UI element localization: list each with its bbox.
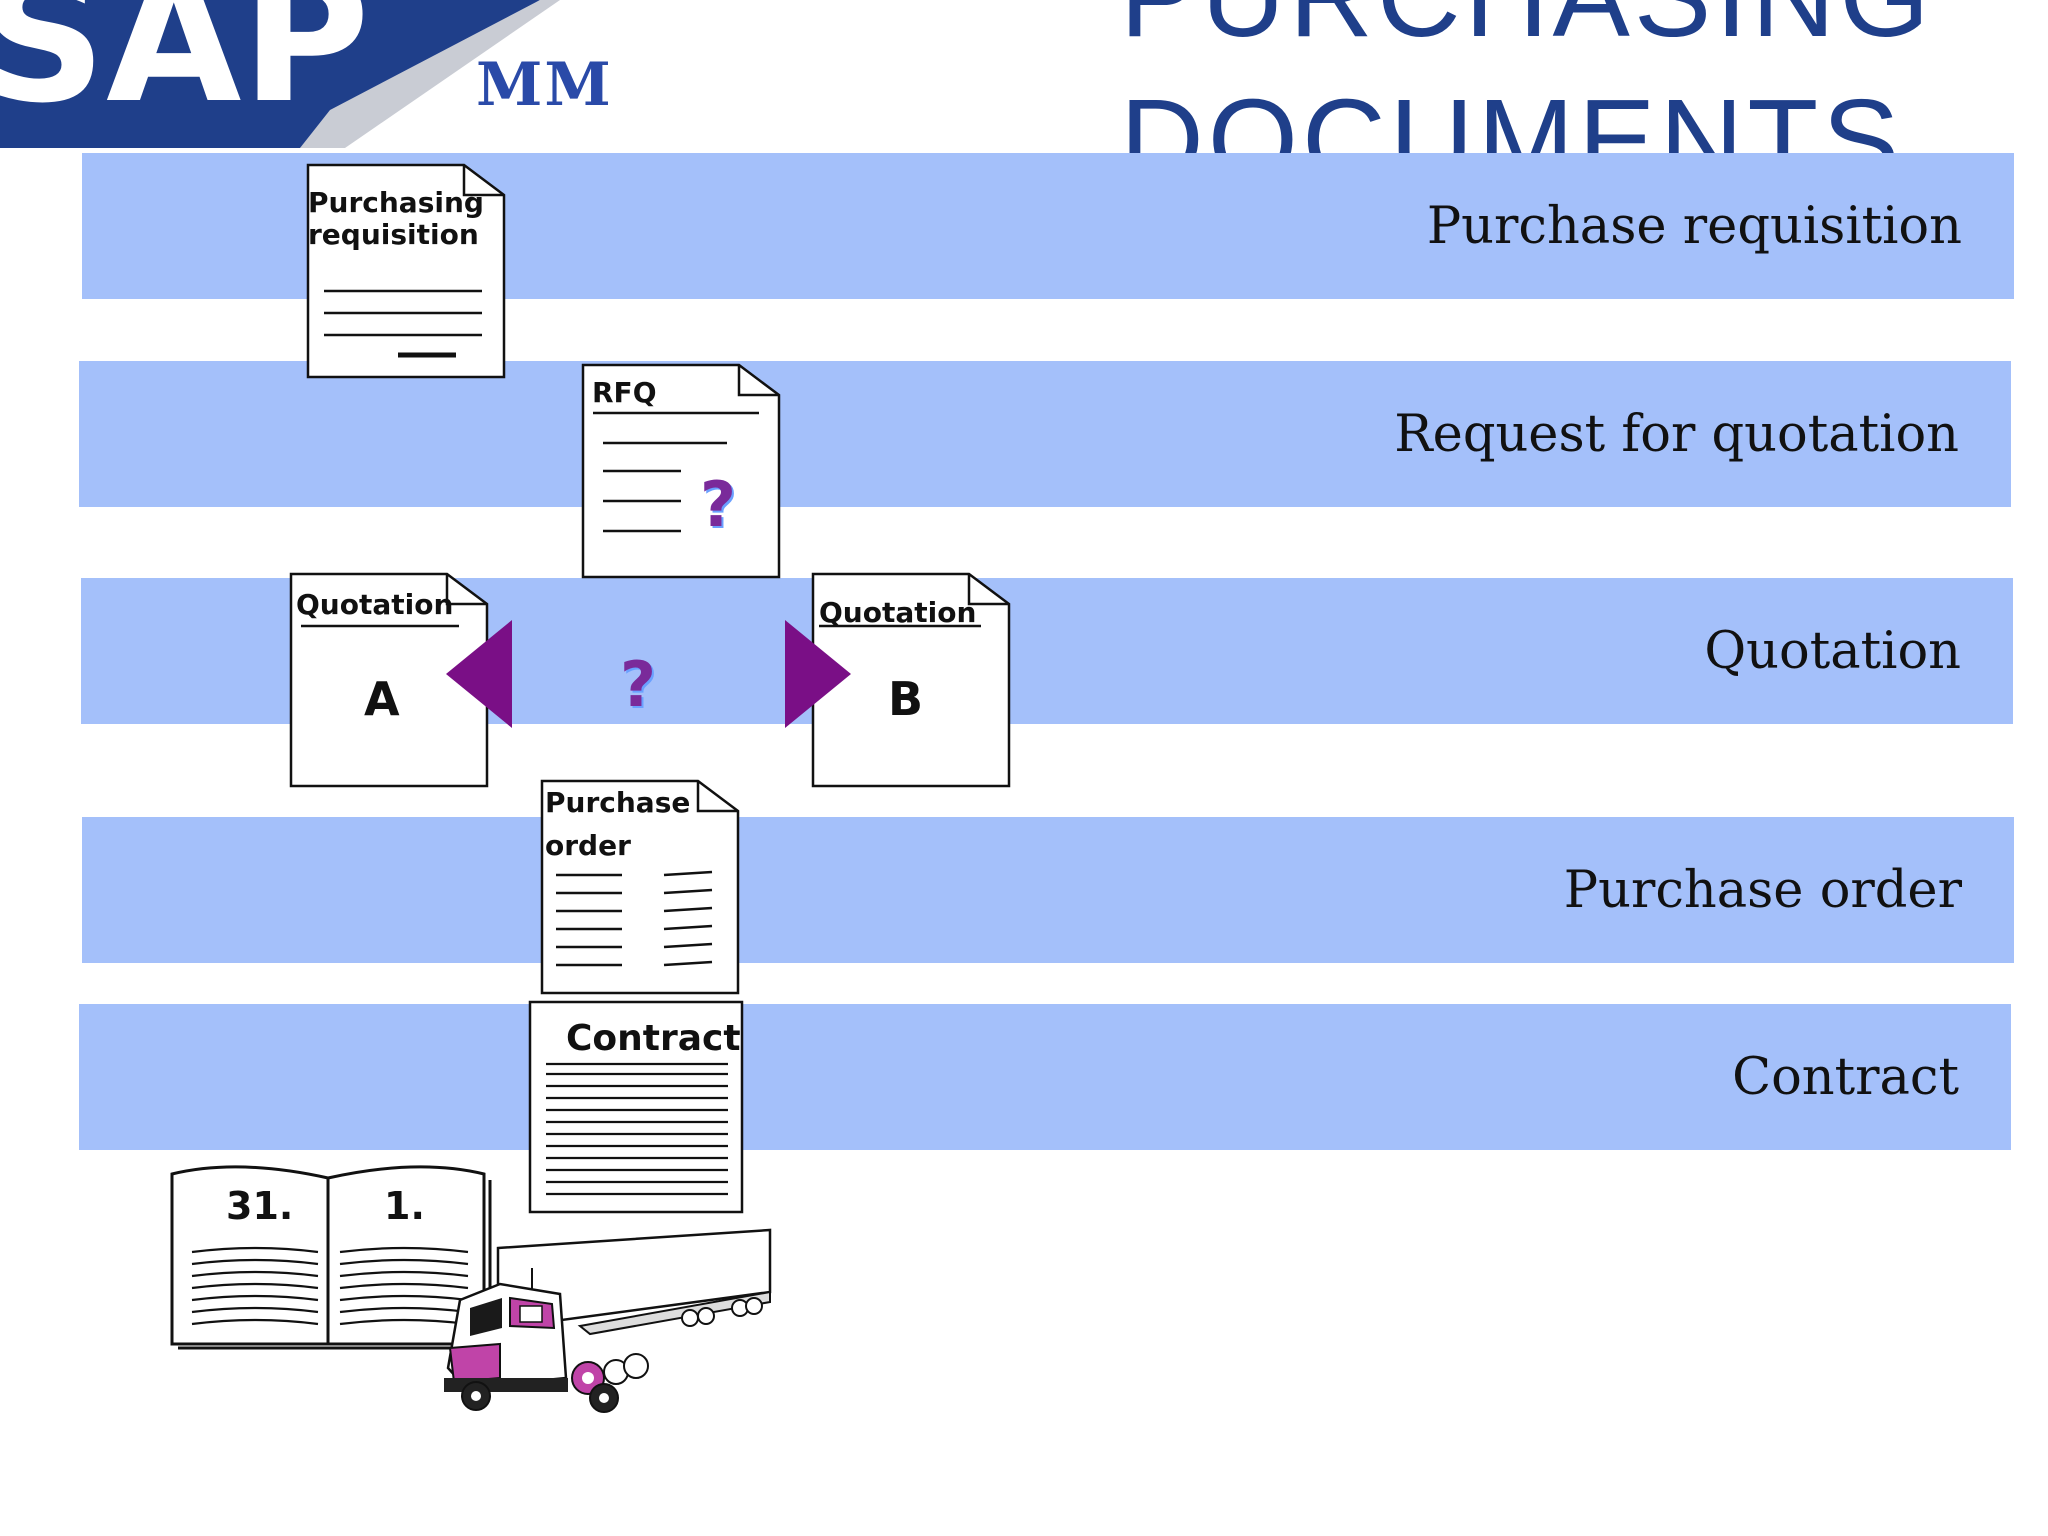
band-label: Contract	[1732, 1047, 1959, 1107]
band-label: Request for quotation	[1394, 404, 1959, 464]
quotation-b-letter: B	[888, 672, 924, 726]
calendar-right-page-label: 1.	[384, 1184, 425, 1228]
requisition-document-label-line2: requisition	[308, 218, 479, 251]
quotation-b-document-icon	[811, 572, 1011, 788]
band-contract: Contract	[79, 1004, 2011, 1150]
requisition-document-label-line1: Purchasing	[308, 186, 484, 219]
band-request-for-quotation: Request for quotation	[79, 361, 2011, 507]
purchase-order-label-line2: order	[545, 829, 631, 862]
contract-document-label: Contract	[566, 1018, 741, 1059]
band-label: Purchase requisition	[1426, 196, 1962, 256]
calendar-left-page-label: 31.	[226, 1184, 294, 1228]
purchase-order-document-icon	[540, 779, 740, 995]
arrow-left-icon	[446, 620, 512, 728]
arrow-right-icon	[785, 620, 851, 728]
module-label: MM	[476, 50, 613, 120]
rfq-document-icon	[581, 363, 781, 579]
page-title-line1: PURCHASING	[1120, 0, 1933, 54]
band-label: Purchase order	[1563, 860, 1962, 920]
sap-logo-text: SAP	[0, 0, 370, 142]
calendar-book-icon	[170, 1165, 492, 1350]
contract-document-icon	[528, 1000, 744, 1214]
purchase-order-label-line1: Purchase	[545, 786, 691, 819]
rfq-document-label: RFQ	[592, 376, 657, 409]
requisition-document-icon	[306, 163, 506, 379]
rfq-question-mark: ?	[700, 468, 736, 541]
sap-logo: SAP	[0, 0, 560, 148]
quotation-a-letter: A	[364, 672, 400, 726]
quotation-a-label: Quotation	[296, 588, 454, 621]
comparison-question-mark: ?	[620, 648, 656, 721]
band-purchase-order: Purchase order	[82, 817, 2014, 963]
truck-icon	[444, 1228, 772, 1413]
band-label: Quotation	[1704, 621, 1961, 681]
quotation-b-label: Quotation	[819, 596, 977, 629]
